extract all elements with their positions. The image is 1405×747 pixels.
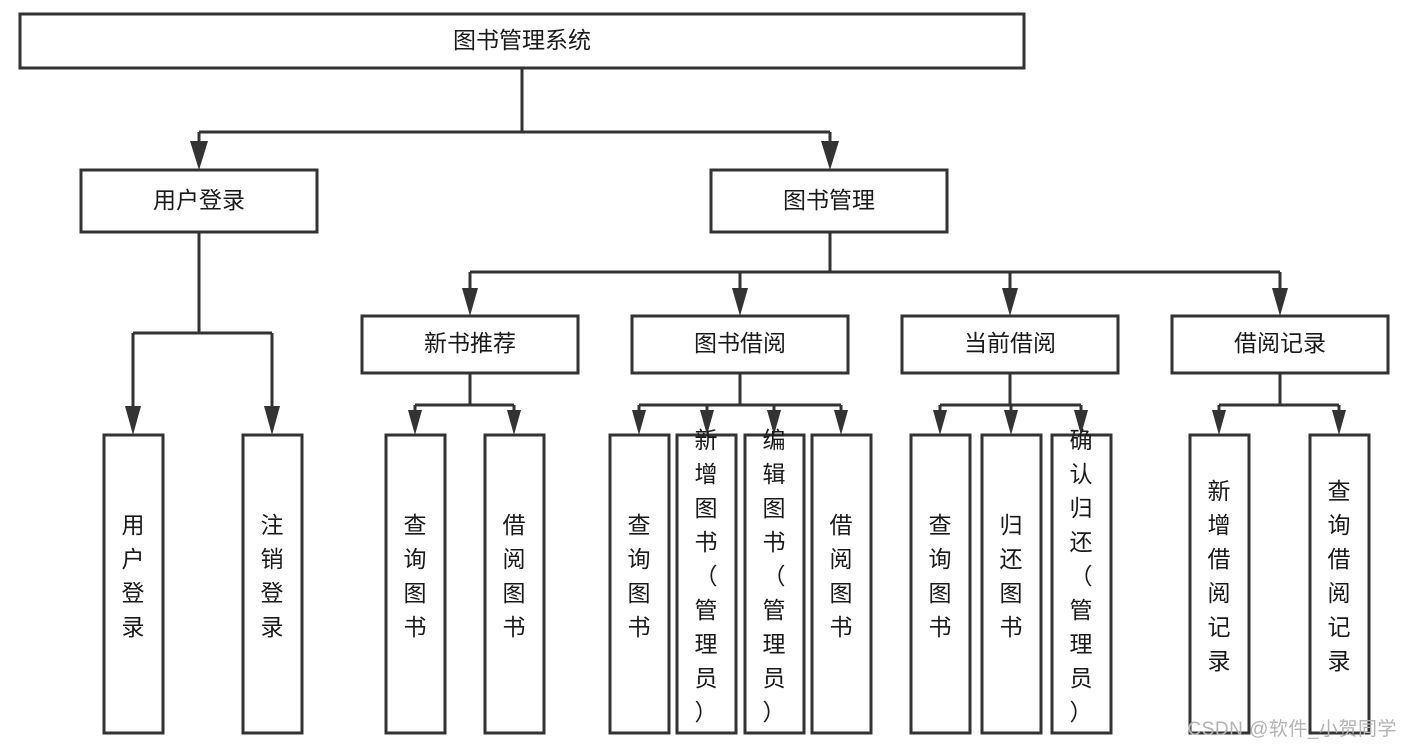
arrow-head-leaf-add-book — [700, 410, 714, 435]
arrow-head-leaf-query-book-2 — [632, 410, 646, 435]
leaf-query-borrow-record[interactable]: 查询借阅记录 — [1308, 433, 1371, 735]
leaf-borrow-book-borrow-box[interactable] — [810, 433, 873, 735]
leaf-query-borrow-record-box[interactable] — [1308, 433, 1371, 735]
leaf-logout-box[interactable] — [241, 433, 304, 735]
leaf-return-book-box[interactable] — [980, 433, 1043, 735]
arrow-head-book-mgmt — [821, 141, 839, 170]
leaf-confirm-return-admin-label: 确认归还（管理员） — [1070, 427, 1093, 725]
node-root-label: 图书管理系统 — [453, 27, 591, 53]
arrow-head-leaf-logout — [264, 406, 280, 435]
arrow-head-leaf-edit-book — [767, 410, 781, 435]
leaf-edit-book-admin[interactable]: 编辑图书（管理员） — [743, 427, 806, 735]
arrow-head-user-login — [190, 141, 208, 170]
node-book-borrow-label: 图书借阅 — [694, 330, 786, 356]
arrow-head-leaf-confirm-return — [1074, 410, 1088, 435]
leaf-borrow-book-borrow-label: 借阅图书 — [830, 512, 853, 640]
node-book-borrow[interactable]: 图书借阅 — [630, 314, 850, 375]
leaf-add-borrow-record-box[interactable] — [1188, 433, 1251, 735]
leaf-query-book-borrow-box[interactable] — [608, 433, 671, 735]
leaf-user-login-box[interactable] — [102, 433, 165, 735]
arrow-head-leaf-query-record — [1332, 410, 1346, 435]
leaf-return-book-label: 归还图书 — [1000, 512, 1023, 640]
leaf-query-book-newbook[interactable]: 查询图书 — [384, 433, 447, 735]
leaf-add-book-admin-box[interactable] — [675, 433, 738, 735]
node-book-management-label: 图书管理 — [783, 187, 875, 213]
node-borrow-record-box[interactable] — [1170, 314, 1390, 375]
node-user-login-label: 用户登录 — [153, 187, 245, 213]
node-borrow-record[interactable]: 借阅记录 — [1170, 314, 1390, 375]
leaf-query-borrow-record-label: 查询借阅记录 — [1328, 478, 1351, 674]
arrow-head-borrow-record — [1272, 288, 1288, 316]
node-user-login[interactable]: 用户登录 — [79, 168, 319, 234]
arrow-head-leaf-add-record — [1212, 410, 1226, 435]
node-current-borrow-label: 当前借阅 — [964, 330, 1056, 356]
leaf-user-login[interactable]: 用户登录 — [102, 433, 165, 735]
leaf-query-book-borrow[interactable]: 查询图书 — [608, 433, 671, 735]
arrow-head-leaf-return-book — [1004, 410, 1018, 435]
leaf-confirm-return-admin-box[interactable] — [1050, 433, 1113, 735]
leaf-user-login-label: 用户登录 — [122, 512, 145, 640]
leaf-confirm-return-admin[interactable]: 确认归还（管理员） — [1050, 427, 1113, 735]
node-book-management-box[interactable] — [709, 168, 949, 234]
arrow-head-leaf-borrow-book-2 — [834, 410, 848, 435]
leaf-query-book-current-label: 查询图书 — [929, 512, 952, 640]
node-root[interactable]: 图书管理系统 — [18, 12, 1026, 70]
arrow-head-leaf-query-book-3 — [933, 410, 947, 435]
leaf-borrow-book-newbook-box[interactable] — [483, 433, 546, 735]
node-new-book-recommend[interactable]: 新书推荐 — [360, 314, 580, 375]
node-user-login-box[interactable] — [79, 168, 319, 234]
arrow-head-current-borrow — [1002, 288, 1018, 316]
leaf-add-book-admin[interactable]: 新增图书（管理员） — [675, 427, 738, 735]
leaf-add-borrow-record-label: 新增借阅记录 — [1208, 478, 1231, 674]
leaf-query-book-newbook-box[interactable] — [384, 433, 447, 735]
node-root-box[interactable] — [18, 12, 1026, 70]
arrow-head-new-book-rec — [462, 288, 478, 316]
leaf-edit-book-admin-box[interactable] — [743, 433, 806, 735]
leaf-return-book[interactable]: 归还图书 — [980, 433, 1043, 735]
leaf-borrow-book-newbook-label: 借阅图书 — [503, 512, 526, 640]
leaf-edit-book-admin-label: 编辑图书（管理员） — [763, 427, 786, 725]
leaf-add-borrow-record[interactable]: 新增借阅记录 — [1188, 433, 1251, 735]
node-book-management[interactable]: 图书管理 — [709, 168, 949, 234]
leaf-add-book-admin-label: 新增图书（管理员） — [695, 427, 718, 725]
node-new-book-recommend-label: 新书推荐 — [424, 330, 516, 356]
arrow-head-leaf-borrow-book-1 — [507, 410, 521, 435]
leaf-query-book-newbook-label: 查询图书 — [404, 512, 427, 640]
arrow-head-leaf-user-login — [125, 406, 141, 435]
leaf-nodes-layer: 用户登录 注销登录 查询图书 借阅图书 查询图书 新增图书（管理员） 编辑图书（… — [102, 427, 1371, 735]
leaf-borrow-book-borrow[interactable]: 借阅图书 — [810, 433, 873, 735]
node-new-book-recommend-box[interactable] — [360, 314, 580, 375]
connector-layer — [125, 68, 1346, 435]
leaf-borrow-book-newbook[interactable]: 借阅图书 — [483, 433, 546, 735]
leaf-query-book-borrow-label: 查询图书 — [628, 512, 651, 640]
leaf-query-book-current-box[interactable] — [909, 433, 972, 735]
arrow-head-book-borrow — [732, 288, 748, 316]
node-borrow-record-label: 借阅记录 — [1234, 330, 1326, 356]
leaf-query-book-current[interactable]: 查询图书 — [909, 433, 972, 735]
node-book-borrow-box[interactable] — [630, 314, 850, 375]
arrow-head-leaf-query-book-1 — [408, 410, 422, 435]
node-current-borrow-box[interactable] — [900, 314, 1120, 375]
node-current-borrow[interactable]: 当前借阅 — [900, 314, 1120, 375]
leaf-logout-label: 注销登录 — [261, 512, 284, 640]
leaf-logout[interactable]: 注销登录 — [241, 433, 304, 735]
